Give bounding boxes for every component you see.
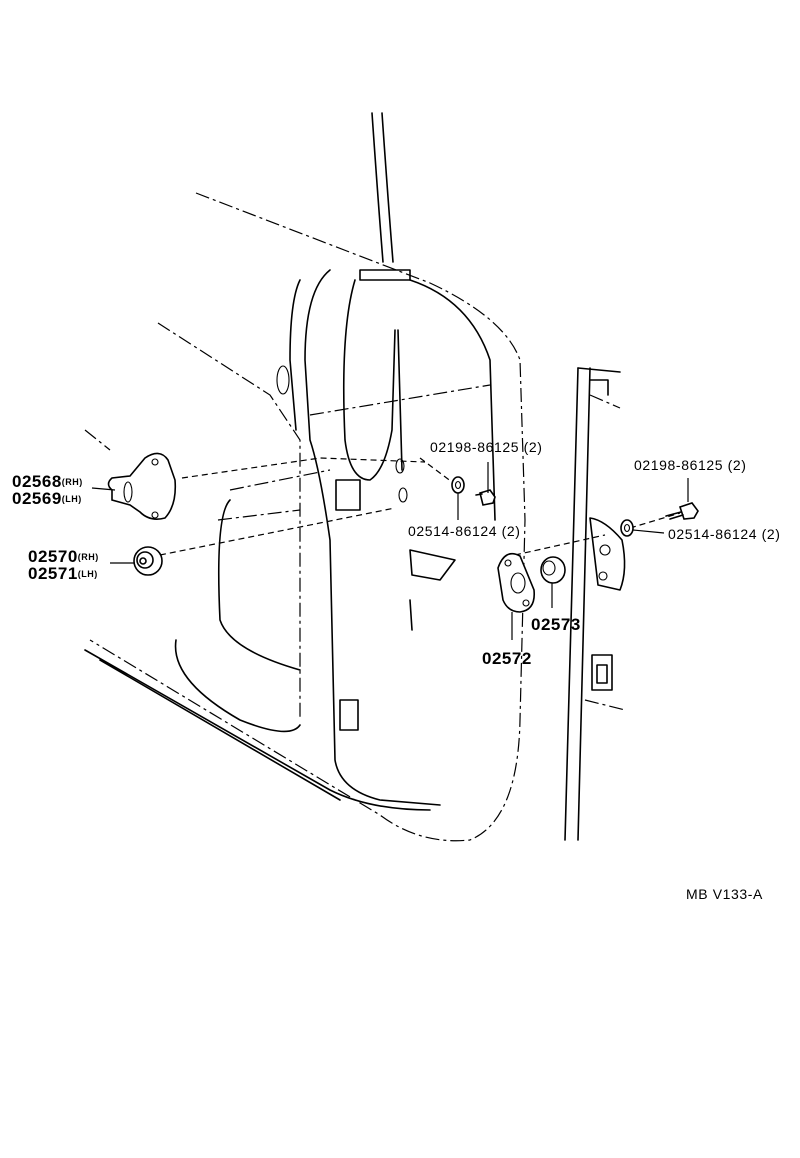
label-bolt-upper-left: 02198-86125 (2) bbox=[430, 439, 543, 455]
spacer-02573 bbox=[540, 556, 566, 584]
label-02569: 02569 bbox=[12, 489, 62, 508]
svg-text:02570(RH): 02570(RH) bbox=[28, 547, 99, 566]
label-02568: 02568 bbox=[12, 472, 62, 491]
label-02571-side: (LH) bbox=[78, 569, 98, 579]
label-02570: 02570 bbox=[28, 547, 78, 566]
assembly-lines bbox=[159, 457, 681, 556]
washer-left bbox=[451, 476, 465, 494]
svg-text:02571(LH): 02571(LH) bbox=[28, 564, 98, 583]
label-bolt-right: 02198-86125 (2) bbox=[634, 457, 747, 473]
label-02573: 02573 bbox=[531, 615, 581, 634]
label-washer-left: 02514-86124 (2) bbox=[408, 523, 521, 539]
svg-text:02568(RH): 02568(RH) bbox=[12, 472, 83, 491]
washer-right bbox=[620, 519, 634, 537]
stopper-02568 bbox=[107, 452, 177, 520]
bolt-upper-left bbox=[475, 489, 496, 506]
body-pillar bbox=[564, 367, 626, 841]
diagram-code: MB V133-A bbox=[686, 886, 763, 902]
bolt-right bbox=[665, 502, 699, 520]
label-washer-right: 02514-86124 (2) bbox=[668, 526, 781, 542]
label-02569-side: (LH) bbox=[62, 494, 82, 504]
svg-text:02569(LH): 02569(LH) bbox=[12, 489, 82, 508]
grommet-02570 bbox=[133, 546, 163, 576]
label-02570-side: (RH) bbox=[78, 552, 99, 562]
label-02571: 02571 bbox=[28, 564, 78, 583]
door-outline bbox=[84, 192, 526, 842]
label-02572: 02572 bbox=[482, 649, 532, 668]
door-frame bbox=[84, 112, 496, 811]
plate-02572 bbox=[497, 552, 536, 613]
leader-lines bbox=[91, 462, 689, 640]
label-02568-side: (RH) bbox=[62, 477, 83, 487]
